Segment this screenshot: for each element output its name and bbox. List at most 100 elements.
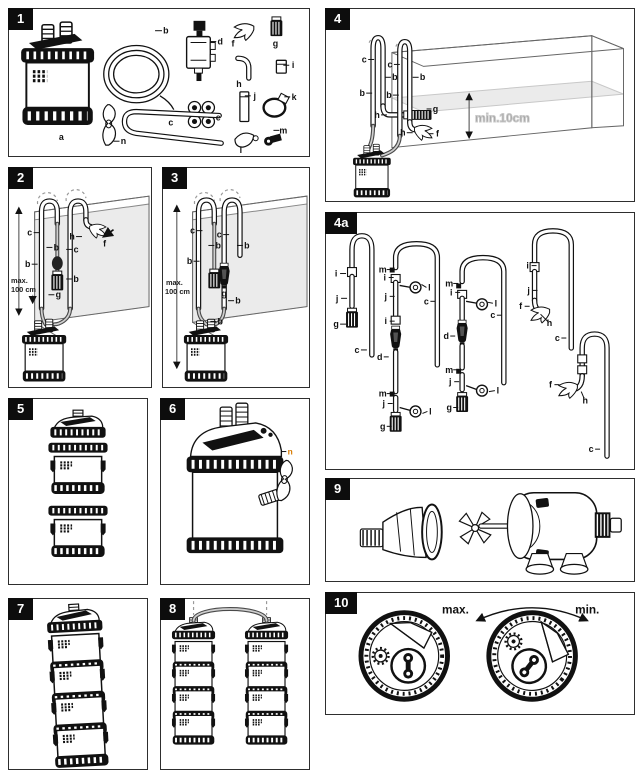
annotation-text: min.10cm bbox=[475, 111, 530, 125]
panel-2-annotations: max.100 cm c b b g h f c b bbox=[11, 228, 106, 300]
part-letter-label: g bbox=[380, 421, 385, 431]
part-letter-label: j bbox=[526, 285, 529, 295]
annotation-text: max. bbox=[442, 603, 469, 617]
part-letter-label: m bbox=[379, 389, 387, 399]
part-letter-label: d bbox=[217, 37, 222, 47]
part-letter-label: c bbox=[354, 345, 359, 355]
part-letter-label: d bbox=[377, 352, 382, 362]
part-letter-label: g bbox=[56, 290, 61, 300]
part-letter-label: h bbox=[400, 128, 405, 138]
part-letter-label: m bbox=[379, 265, 387, 275]
part-letter-label: i bbox=[384, 272, 386, 282]
part-letter-label: a bbox=[59, 132, 64, 142]
part-letter-label: m bbox=[445, 278, 453, 288]
part-letter-label: l bbox=[428, 282, 430, 292]
intake-tube bbox=[195, 197, 221, 312]
part-letter-label: b bbox=[360, 88, 366, 98]
part-letter-label: h bbox=[69, 232, 74, 242]
part-letter-label: b bbox=[187, 256, 193, 266]
panel-10-annotations: max. min. bbox=[442, 603, 599, 617]
assembly-2 bbox=[390, 241, 441, 432]
part-letter-label: c bbox=[190, 226, 195, 236]
elbow-h bbox=[235, 55, 252, 81]
part-letter-label: c bbox=[74, 244, 79, 254]
part-letter-label: c bbox=[490, 310, 495, 320]
part-letter-label: g bbox=[447, 402, 452, 412]
filter-pump bbox=[184, 319, 228, 381]
part-letter-label: c bbox=[27, 228, 32, 238]
part-letter-label: i bbox=[526, 261, 528, 271]
part-letter-label: g bbox=[273, 38, 278, 48]
hose-clamp-k bbox=[262, 92, 290, 118]
part-letter-label: b bbox=[73, 274, 79, 284]
part-letter-label: c bbox=[168, 117, 173, 127]
tall-stack-drawing bbox=[9, 599, 147, 769]
hose-coil-b bbox=[103, 44, 175, 110]
annotation-text: max. bbox=[11, 276, 28, 285]
suction-cups-e bbox=[187, 100, 216, 129]
part-letter-label: h bbox=[374, 110, 379, 120]
part-letter-label: k bbox=[292, 92, 297, 102]
motor-body bbox=[506, 491, 622, 561]
rotation-arrow bbox=[475, 607, 589, 622]
part-letter-label: c bbox=[387, 59, 392, 69]
part-letter-label: b bbox=[218, 316, 224, 326]
part-letter-label: f bbox=[103, 238, 106, 248]
intake-tube bbox=[38, 198, 64, 312]
part-letter-label: g bbox=[221, 289, 226, 299]
part-letter-label: m bbox=[445, 365, 453, 375]
part-letter-label: b bbox=[386, 90, 392, 100]
part-letter-label: i bbox=[384, 316, 386, 326]
panel-number: 4a bbox=[325, 212, 358, 234]
exploded-module-stack-drawing bbox=[9, 399, 147, 584]
annotation-text: n bbox=[288, 447, 293, 457]
clip-fitting-m bbox=[264, 133, 282, 146]
valve-d bbox=[185, 20, 216, 82]
wing-screw-n bbox=[102, 104, 117, 146]
panel-10-flow-adjustment: 10 max.min. bbox=[325, 592, 635, 715]
annotation-text: 100 cm bbox=[165, 287, 190, 296]
panel-number: 9 bbox=[325, 478, 351, 500]
part-letter-label: d bbox=[444, 331, 449, 341]
part-letter-label: b bbox=[420, 72, 426, 82]
outlet-tube bbox=[67, 198, 107, 312]
part-letter-label: j bbox=[382, 398, 385, 408]
annotation-text: 100 cm bbox=[11, 285, 36, 294]
panel-8-double-stack: 8 bbox=[160, 598, 310, 770]
intake-tube bbox=[370, 34, 431, 129]
tube-j bbox=[239, 91, 250, 123]
part-letter-label: j bbox=[383, 291, 386, 301]
part-letter-label: j bbox=[335, 293, 338, 303]
part-letter-label: b bbox=[216, 240, 222, 250]
j-tube-c bbox=[121, 108, 224, 146]
part-letter-label: b bbox=[163, 26, 169, 36]
panel-number: 1 bbox=[8, 8, 34, 30]
part-letter-label: c bbox=[424, 296, 429, 306]
part-letter-label: b bbox=[54, 242, 60, 252]
panel-number: 8 bbox=[160, 598, 186, 620]
pump-exploded-drawing bbox=[359, 491, 622, 575]
annotation-text: min. bbox=[575, 603, 599, 617]
aquarium bbox=[192, 195, 308, 339]
nozzle-f bbox=[233, 23, 255, 41]
part-letter-label: b bbox=[235, 296, 241, 306]
part-letter-label: i bbox=[335, 269, 337, 279]
flow-arrow bbox=[101, 226, 115, 238]
panel-number: 2 bbox=[8, 167, 34, 189]
part-letter-label: c bbox=[555, 333, 560, 343]
part-letter-label: e bbox=[216, 112, 221, 122]
part-letter-label: f bbox=[232, 38, 235, 48]
assembly-5 bbox=[558, 331, 610, 459]
part-letter-label: j bbox=[252, 91, 255, 101]
dial-max-position bbox=[361, 613, 448, 700]
part-letter-label: b bbox=[25, 259, 31, 269]
strainer-g bbox=[270, 17, 282, 36]
part-letter-label: g bbox=[333, 319, 338, 329]
